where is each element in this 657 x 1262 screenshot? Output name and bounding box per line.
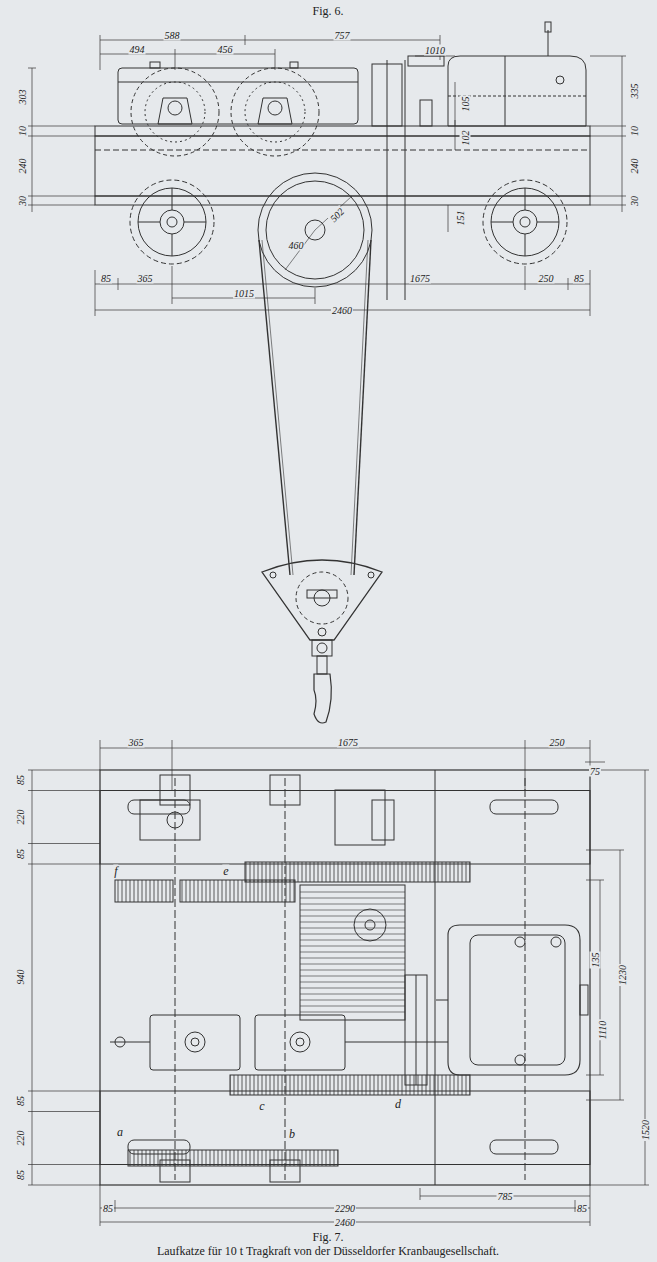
dimension: 1675 <box>337 737 359 748</box>
dimension: 1520 <box>640 1119 651 1141</box>
dimension: 240 <box>629 158 640 175</box>
dimension: 85 <box>573 273 585 284</box>
dimension: 240 <box>17 158 28 175</box>
dimension: 220 <box>15 1130 26 1147</box>
dimension: 105 <box>460 96 471 113</box>
dimension: 335 <box>629 83 640 100</box>
dimension: 365 <box>128 737 145 748</box>
dimension: 2290 <box>334 1203 356 1214</box>
part-letter: d <box>394 1098 402 1111</box>
dimension: 10 <box>629 125 640 137</box>
part-letter: a <box>116 1126 124 1139</box>
dimension: 1010 <box>424 45 446 56</box>
dimension: 102 <box>460 130 471 147</box>
part-letter: e <box>222 865 229 878</box>
part-letter: c <box>258 1100 265 1113</box>
dimension: 502 <box>327 205 347 225</box>
dimension: 135 <box>590 952 601 969</box>
dimension: 85 <box>15 848 26 860</box>
dimension: 365 <box>137 273 154 284</box>
dimension: 75 <box>589 766 601 777</box>
part-letter: f <box>113 865 118 878</box>
dimension: 785 <box>497 1191 514 1202</box>
figure-caption: Laufkatze für 10 t Tragkraft von der Düs… <box>156 1245 500 1258</box>
dimension: 250 <box>549 737 566 748</box>
dimension: 30 <box>629 195 640 207</box>
dimension: 85 <box>15 1095 26 1107</box>
dimension: 1675 <box>409 273 431 284</box>
dimension: 151 <box>455 210 466 227</box>
figure-number: Fig. 7. <box>311 1231 344 1244</box>
dimension: 85 <box>15 1169 26 1181</box>
dimension: 588 <box>164 30 181 41</box>
dimension: 85 <box>102 1203 114 1214</box>
dimension: 30 <box>17 195 28 207</box>
dimension: 940 <box>15 969 26 986</box>
dimension: 1110 <box>597 1020 608 1041</box>
dimension: 85 <box>100 273 112 284</box>
dimension: 1015 <box>233 288 255 299</box>
dimension: 303 <box>17 89 28 106</box>
dimension: 2460 <box>334 1217 356 1228</box>
part-letter: b <box>288 1128 296 1141</box>
dimension: 494 <box>129 44 146 55</box>
dimension: 1230 <box>617 964 628 986</box>
dimension: 220 <box>15 809 26 826</box>
dimension: 85 <box>576 1203 588 1214</box>
dimension: 85 <box>15 774 26 786</box>
figure-number: Fig. 6. <box>311 5 344 18</box>
dimension: 456 <box>217 44 234 55</box>
dimension: 460 <box>288 240 305 251</box>
dimension: 2460 <box>331 305 353 316</box>
dimension: 250 <box>538 273 555 284</box>
dimension: 757 <box>334 30 351 41</box>
dimension: 10 <box>17 125 28 137</box>
